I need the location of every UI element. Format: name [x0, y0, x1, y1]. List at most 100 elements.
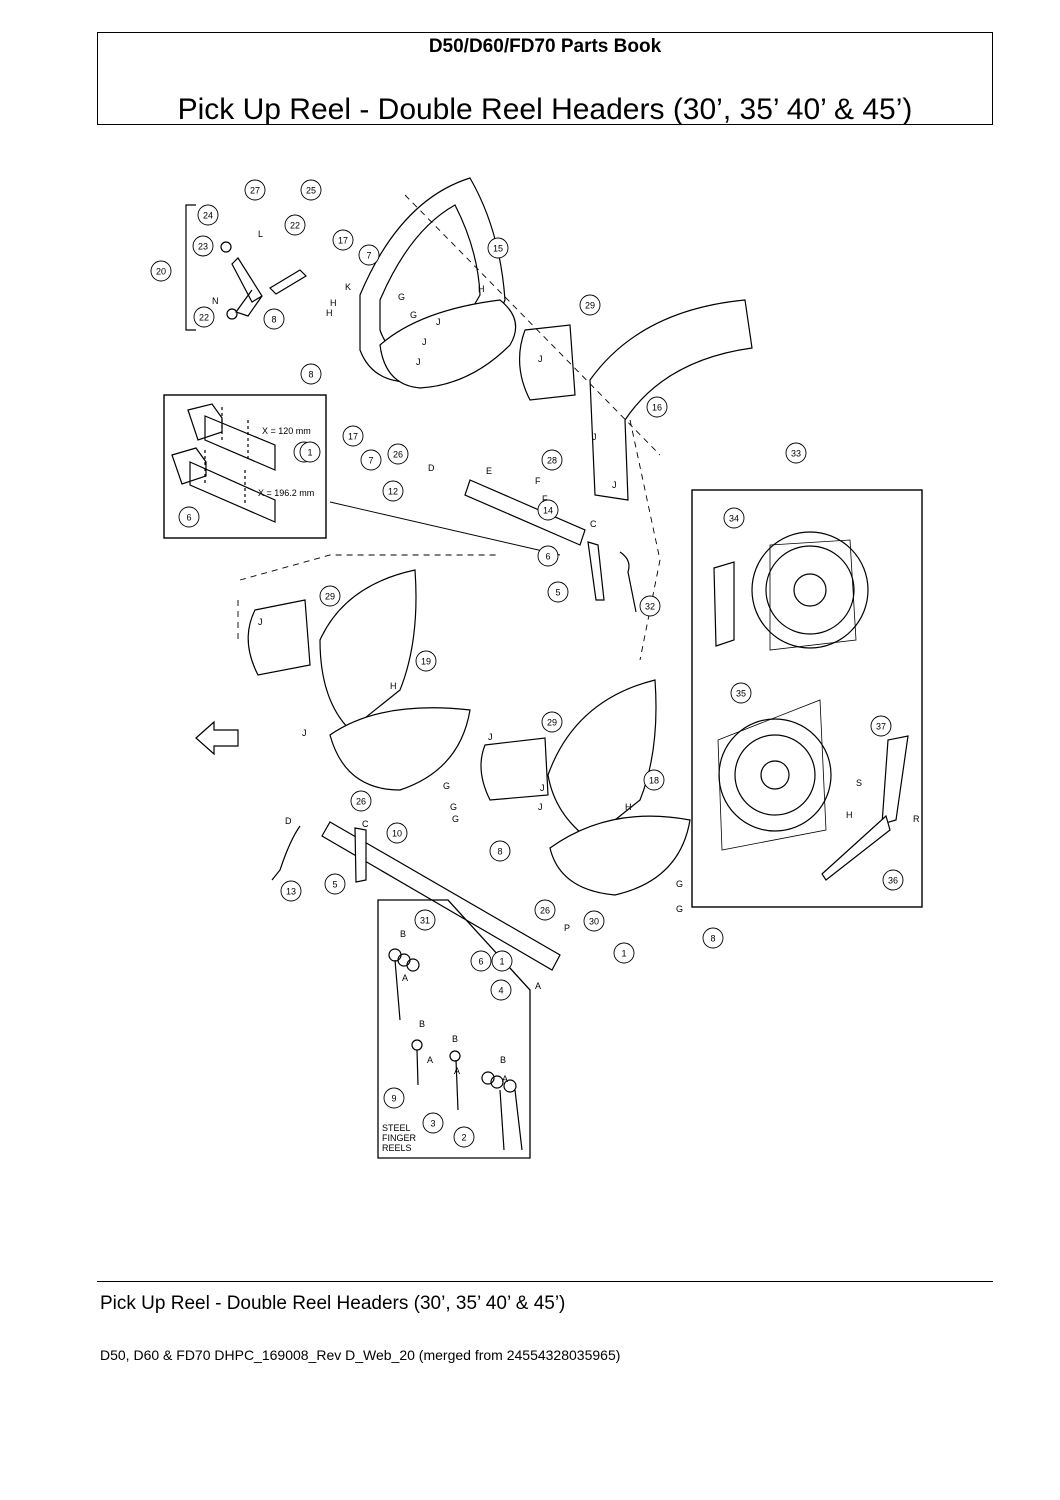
- letter-label-F: F: [542, 494, 548, 504]
- note-line-1: STEEL: [382, 1123, 411, 1133]
- svg-text:15: 15: [493, 244, 503, 254]
- svg-text:8: 8: [497, 847, 502, 857]
- callout-8: 8: [489, 840, 511, 862]
- svg-text:10: 10: [392, 829, 402, 839]
- svg-text:1: 1: [499, 957, 504, 967]
- callout-22: 22: [193, 306, 215, 328]
- callout-15: 15: [487, 237, 509, 259]
- callout-16: 16: [646, 396, 668, 418]
- letter-label-J: J: [612, 480, 617, 490]
- svg-text:1: 1: [621, 949, 626, 959]
- svg-text:16: 16: [652, 403, 662, 413]
- callout-20: 20: [150, 260, 172, 282]
- callout-29: 29: [319, 585, 341, 607]
- svg-text:26: 26: [393, 450, 403, 460]
- dimension-label-196: X = 196.2 mm: [258, 488, 314, 498]
- svg-text:2: 2: [461, 1133, 466, 1143]
- letter-label-P: P: [564, 923, 570, 933]
- drive-wheel-upper: [751, 531, 869, 651]
- callout-30: 30: [583, 910, 605, 932]
- letter-label-G: G: [410, 310, 417, 320]
- callout-6: 6: [470, 950, 492, 972]
- callout-32: 32: [639, 595, 661, 617]
- axle-inset-box: [163, 394, 327, 539]
- svg-text:28: 28: [547, 456, 557, 466]
- callout-17: 17: [332, 229, 354, 251]
- svg-text:6: 6: [186, 513, 191, 523]
- letter-label-L: L: [258, 229, 263, 239]
- svg-text:32: 32: [645, 602, 655, 612]
- svg-text:23: 23: [198, 242, 208, 252]
- axle-drawing-lower: [171, 447, 276, 523]
- svg-text:26: 26: [540, 906, 550, 916]
- letter-label-G: G: [676, 879, 683, 889]
- svg-text:37: 37: [876, 722, 886, 732]
- callout-27: 27: [244, 179, 266, 201]
- finger-bar-5-upper: [587, 541, 605, 601]
- svg-text:25: 25: [306, 186, 316, 196]
- callout-4: 4: [490, 979, 512, 1001]
- svg-text:9: 9: [391, 1094, 396, 1104]
- svg-text:12: 12: [388, 487, 398, 497]
- letter-label-J: J: [436, 317, 441, 327]
- letter-label-J: J: [488, 732, 493, 742]
- svg-text:6: 6: [478, 957, 483, 967]
- svg-text:19: 19: [421, 657, 431, 667]
- plate-36: [821, 814, 891, 881]
- letter-label-C: C: [362, 819, 369, 829]
- svg-text:13: 13: [286, 887, 296, 897]
- callout-1: 1: [613, 942, 635, 964]
- svg-text:8: 8: [710, 934, 715, 944]
- drive-wheel-lower: [717, 699, 832, 851]
- callout-7: 7: [358, 244, 380, 266]
- letter-label-K: K: [345, 282, 351, 292]
- letter-label-J: J: [302, 728, 307, 738]
- letter-label-J: J: [540, 783, 545, 793]
- letter-label-S: S: [856, 778, 862, 788]
- svg-text:31: 31: [420, 916, 430, 926]
- drive-detail-box: [691, 489, 923, 908]
- callout-24: 24: [197, 204, 219, 226]
- callout-2: 2: [453, 1126, 475, 1148]
- letter-label-N: N: [212, 296, 219, 306]
- svg-text:17: 17: [338, 236, 348, 246]
- callout-31: 31: [414, 909, 436, 931]
- svg-text:29: 29: [547, 718, 557, 728]
- callout-18: 18: [643, 769, 665, 791]
- callout-22: 22: [284, 214, 306, 236]
- svg-text:7: 7: [366, 251, 371, 261]
- svg-text:36: 36: [888, 876, 898, 886]
- svg-text:18: 18: [649, 776, 659, 786]
- dimension-label-120: X = 120 mm: [262, 426, 311, 436]
- callout-1: 1: [299, 441, 321, 463]
- callout-7: 7: [360, 449, 382, 471]
- svg-text:35: 35: [736, 689, 746, 699]
- finger-bar-5-lower: [354, 827, 367, 883]
- svg-text:22: 22: [199, 313, 209, 323]
- letter-label-H: H: [478, 284, 485, 294]
- callout-17: 17: [342, 425, 364, 447]
- svg-text:1: 1: [307, 448, 312, 458]
- reel-disc-18: [547, 679, 657, 841]
- letter-label-G: G: [450, 802, 457, 812]
- svg-text:7: 7: [368, 456, 373, 466]
- callout-26: 26: [387, 443, 409, 465]
- bracket-group-20: [185, 204, 196, 331]
- svg-text:20: 20: [156, 267, 166, 277]
- finger-13: [271, 825, 301, 881]
- finger-spring-31: [388, 948, 420, 1021]
- svg-text:8: 8: [308, 370, 313, 380]
- footer-title: Pick Up Reel - Double Reel Headers (30’,…: [100, 1293, 566, 1314]
- letter-label-G: G: [398, 292, 405, 302]
- callout-5: 5: [324, 873, 346, 895]
- callout-1: 1: [491, 950, 513, 972]
- svg-text:14: 14: [543, 506, 553, 516]
- callout-37: 37: [870, 715, 892, 737]
- svg-text:27: 27: [250, 186, 260, 196]
- callout-25: 25: [300, 179, 322, 201]
- svg-text:29: 29: [325, 592, 335, 602]
- letter-label-A: A: [427, 1055, 433, 1065]
- hub-cylinder-29-left: [247, 599, 311, 676]
